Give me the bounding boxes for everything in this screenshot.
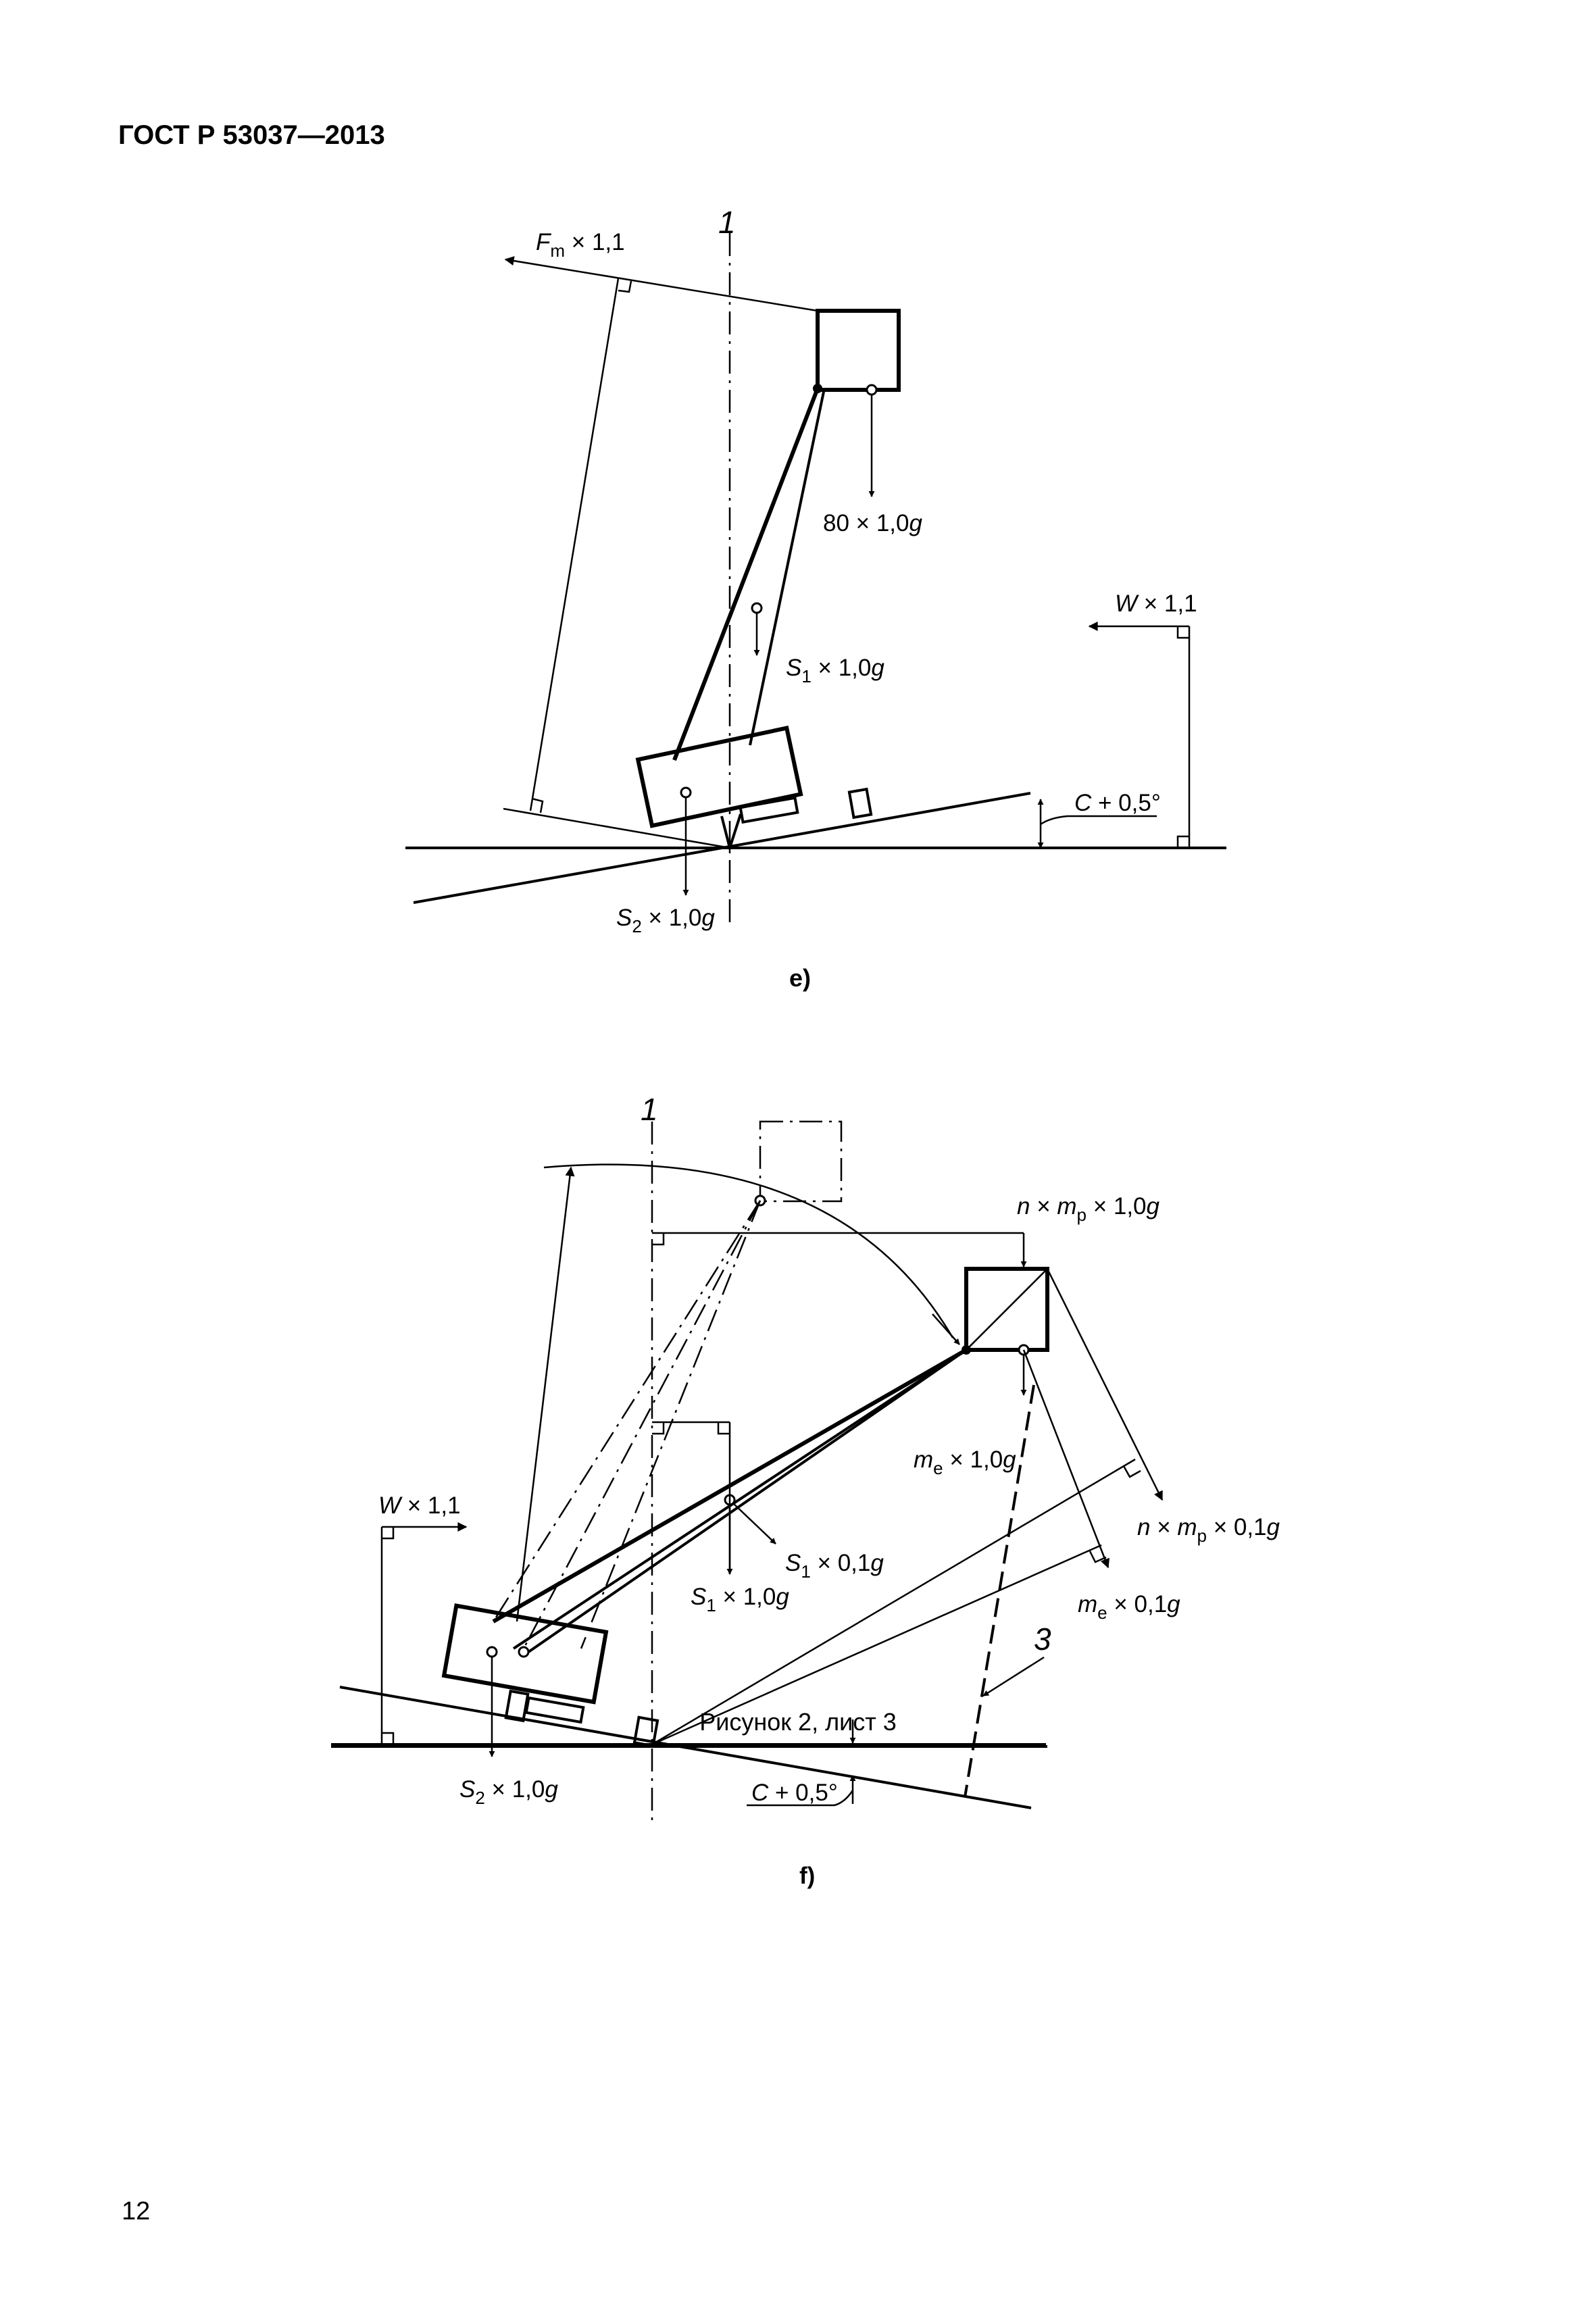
s1-01-arrow bbox=[732, 1503, 776, 1544]
angle-leader bbox=[1040, 815, 1157, 826]
right-angle-mark bbox=[1122, 1465, 1141, 1478]
slope-line bbox=[339, 1686, 1032, 1809]
crane-body bbox=[441, 1603, 609, 1705]
boom-root-pin bbox=[518, 1646, 530, 1658]
fm-force-arrow bbox=[504, 256, 818, 312]
work-platform bbox=[816, 309, 901, 392]
boom-upper-chord bbox=[512, 1349, 968, 1650]
right-angle-mark bbox=[717, 1422, 730, 1435]
chassis-beam bbox=[524, 1696, 585, 1724]
angle-label: C + 0,5° bbox=[1074, 790, 1161, 816]
tipping-line-3 bbox=[964, 1384, 1035, 1798]
angle-leader bbox=[747, 1790, 854, 1807]
axis-label: 1 bbox=[718, 205, 736, 240]
boom-tie bbox=[522, 1349, 968, 1657]
np-01-arrow bbox=[1046, 1268, 1164, 1501]
subfigure-e-label: e) bbox=[789, 964, 811, 992]
right-angle-mark bbox=[652, 1233, 665, 1246]
pivot-support bbox=[720, 813, 742, 853]
boom-lower-chord bbox=[672, 387, 820, 761]
right-angle-mark bbox=[652, 1422, 665, 1435]
s1-10-label: S1 × 1,0g bbox=[691, 1584, 789, 1615]
s2-label: S2 × 1,0g bbox=[616, 905, 715, 936]
right-angle-mark bbox=[1089, 1551, 1107, 1563]
np-10-label: n × mp × 1,0g bbox=[1017, 1193, 1160, 1225]
right-angle-mark bbox=[531, 797, 544, 813]
stowed-boom-tie bbox=[522, 1200, 762, 1649]
arc-chord bbox=[516, 1166, 575, 1622]
fm-moment-arm bbox=[529, 278, 620, 811]
axis-label: 1 bbox=[641, 1092, 658, 1127]
me-01-arrow bbox=[1022, 1349, 1109, 1569]
page-number: 12 bbox=[122, 2197, 151, 2225]
np-moment-arm bbox=[651, 1458, 1136, 1746]
right-angle-mark bbox=[382, 1527, 395, 1540]
figure-e: 1 80 × 1,0g Fm × 1,1 S1 × 1,0g bbox=[405, 205, 1226, 936]
load-80-label: 80 × 1,0g bbox=[823, 510, 922, 536]
arc-arrow bbox=[932, 1313, 960, 1345]
fm-perpendicular bbox=[503, 807, 730, 849]
slope-line bbox=[413, 792, 1031, 904]
outrigger-pad bbox=[847, 787, 873, 820]
right-angle-mark bbox=[618, 280, 632, 293]
stowed-boom-upper bbox=[580, 1200, 762, 1649]
boom-upper-chord bbox=[749, 388, 826, 746]
s2-cg-point bbox=[680, 786, 692, 799]
outrigger-pad bbox=[504, 1689, 530, 1723]
right-angle-mark bbox=[1176, 626, 1189, 639]
subfigure-f-label: f) bbox=[799, 1863, 815, 1889]
outrigger-pad bbox=[632, 1715, 659, 1748]
load-point bbox=[866, 384, 878, 396]
boom-head bbox=[966, 1268, 1048, 1351]
marker-3-leader bbox=[982, 1656, 1045, 1697]
crane-body bbox=[635, 726, 803, 828]
me-10-label: me × 1,0g bbox=[914, 1447, 1016, 1478]
s1-label: S1 × 1,0g bbox=[786, 655, 884, 686]
s2-label: S2 × 1,0g bbox=[459, 1776, 558, 1808]
s2-cg-point bbox=[486, 1646, 498, 1658]
marker-3-label: 3 bbox=[1034, 1621, 1051, 1657]
s1-01-label: S1 × 0,1g bbox=[785, 1550, 884, 1582]
fm-label: Fm × 1,1 bbox=[536, 229, 625, 261]
right-angle-mark bbox=[382, 1732, 395, 1744]
chassis-beam bbox=[739, 796, 799, 824]
stowed-boom-lower bbox=[492, 1200, 762, 1622]
me-01-label: me × 0,1g bbox=[1078, 1591, 1180, 1623]
work-platform bbox=[964, 1267, 1049, 1352]
wind-label: W × 1,1 bbox=[1115, 590, 1197, 617]
wind-label: W × 1,1 bbox=[378, 1492, 461, 1519]
document-code: ГОСТ Р 53037—2013 bbox=[118, 120, 385, 150]
right-angle-mark bbox=[1176, 835, 1189, 848]
boom-swing-arc bbox=[543, 1163, 954, 1338]
angle-label: C + 0,5° bbox=[751, 1780, 838, 1806]
np-01-label: n × mp × 0,1g bbox=[1137, 1514, 1280, 1546]
me-moment-arm bbox=[651, 1544, 1102, 1746]
figure-caption: Рисунок 2, лист 3 bbox=[699, 1708, 897, 1736]
figure-f: 1 n × mp × 1,0g me × 1,0g bbox=[331, 1092, 1280, 1824]
s1-cg-point bbox=[751, 602, 763, 614]
